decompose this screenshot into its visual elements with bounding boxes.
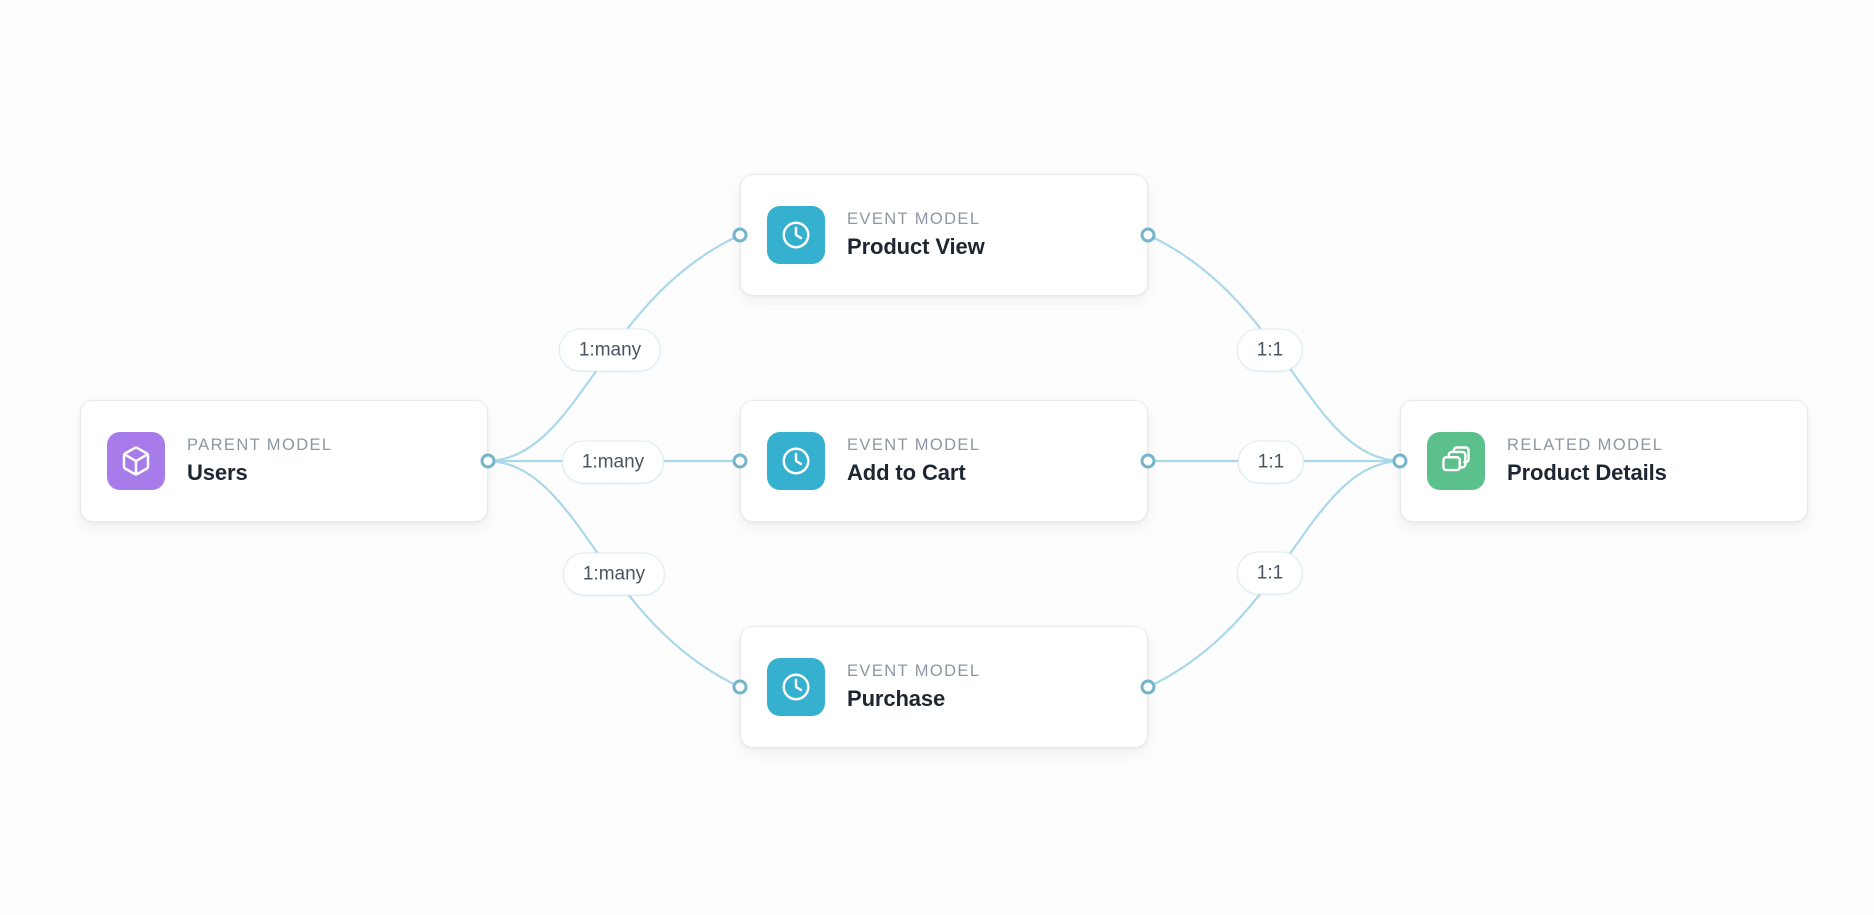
node-title: Product View	[847, 234, 985, 260]
node-kicker: EVENT MODEL	[847, 210, 981, 229]
node-event-model-product-view[interactable]: EVENT MODEL Product View	[740, 174, 1148, 296]
port-event-2-in[interactable]	[732, 679, 748, 695]
port-event-0-out[interactable]	[1140, 227, 1156, 243]
clock-icon	[767, 432, 825, 490]
node-text: EVENT MODEL Purchase	[847, 661, 980, 712]
relationship-badge-parent-event-2[interactable]: 1:many	[562, 552, 666, 596]
port-event-1-out[interactable]	[1140, 453, 1156, 469]
node-text: PARENT MODEL Users	[187, 435, 333, 486]
node-related-model[interactable]: RELATED MODEL Product Details	[1400, 400, 1808, 522]
node-title: Product Details	[1507, 460, 1667, 486]
port-event-1-in[interactable]	[732, 453, 748, 469]
clock-icon	[767, 206, 825, 264]
relationship-badge-parent-event-0[interactable]: 1:many	[558, 328, 662, 372]
node-text: EVENT MODEL Add to Cart	[847, 435, 980, 486]
node-event-model-add-to-cart[interactable]: EVENT MODEL Add to Cart	[740, 400, 1148, 522]
port-event-0-in[interactable]	[732, 227, 748, 243]
cube-icon	[107, 432, 165, 490]
relationship-badge-event-1-related[interactable]: 1:1	[1237, 440, 1305, 484]
node-text: EVENT MODEL Product View	[847, 209, 985, 260]
layers-icon	[1427, 432, 1485, 490]
relationship-badge-parent-event-1[interactable]: 1:many	[561, 440, 665, 484]
port-parent-out[interactable]	[480, 453, 496, 469]
port-related-in[interactable]	[1392, 453, 1408, 469]
node-title: Add to Cart	[847, 460, 966, 486]
node-event-model-purchase[interactable]: EVENT MODEL Purchase	[740, 626, 1148, 748]
node-parent-model[interactable]: PARENT MODEL Users	[80, 400, 488, 522]
relationship-badge-event-2-related[interactable]: 1:1	[1236, 551, 1304, 595]
relationship-badge-event-0-related[interactable]: 1:1	[1236, 328, 1304, 372]
port-event-2-out[interactable]	[1140, 679, 1156, 695]
node-kicker: RELATED MODEL	[1507, 436, 1664, 455]
node-kicker: EVENT MODEL	[847, 662, 981, 681]
clock-icon	[767, 658, 825, 716]
node-text: RELATED MODEL Product Details	[1507, 435, 1667, 486]
node-kicker: EVENT MODEL	[847, 436, 981, 455]
node-title: Purchase	[847, 686, 946, 712]
node-kicker: PARENT MODEL	[187, 436, 333, 455]
node-title: Users	[187, 460, 248, 486]
